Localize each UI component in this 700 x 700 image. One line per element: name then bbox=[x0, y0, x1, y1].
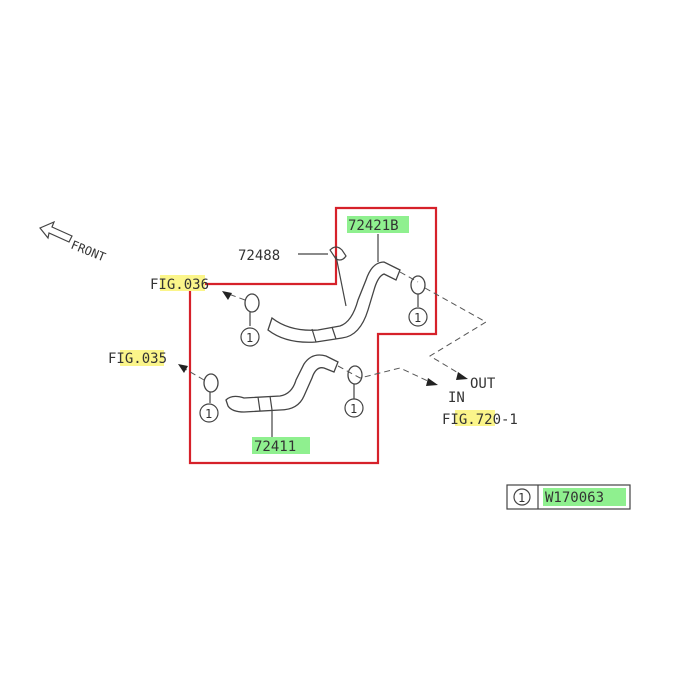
highlight-fig035 bbox=[120, 350, 164, 366]
highlight-w170063 bbox=[543, 488, 626, 506]
highlight-72421b bbox=[347, 216, 409, 233]
lower-hose bbox=[225, 354, 339, 413]
callout-upper-left: 1 bbox=[240, 327, 260, 347]
red-box-upper bbox=[188, 206, 438, 465]
legend-box: 1 W170063 bbox=[506, 484, 631, 510]
fig-036-label: FIG.036 bbox=[150, 277, 209, 293]
clamp-lower-left bbox=[203, 373, 219, 403]
part-72421b-label: 72421B bbox=[348, 218, 399, 234]
arrow-in bbox=[426, 378, 438, 386]
callout-lower-left: 1 bbox=[199, 403, 219, 423]
svg-text:1: 1 bbox=[205, 407, 212, 421]
clamp-lower-right bbox=[347, 365, 363, 399]
callout-upper-right: 1 bbox=[408, 307, 428, 327]
highlight-fig720 bbox=[455, 410, 495, 426]
highlight-fig036 bbox=[160, 275, 205, 291]
arrow-out bbox=[456, 372, 468, 380]
fig-720-label: FIG.720-1 bbox=[442, 412, 518, 428]
in-label: IN bbox=[448, 390, 465, 406]
clamp-upper-right bbox=[410, 275, 426, 307]
svg-text:1: 1 bbox=[414, 311, 421, 325]
svg-text:1: 1 bbox=[350, 402, 357, 416]
arrow-fig036 bbox=[222, 291, 232, 300]
callout-lower-right: 1 bbox=[344, 398, 364, 418]
upper-hose bbox=[267, 261, 401, 343]
legend-number: 1 bbox=[518, 491, 525, 505]
legend-code: W170063 bbox=[545, 490, 604, 506]
highlight-72411 bbox=[252, 437, 310, 454]
front-label: FRONT bbox=[69, 238, 108, 265]
svg-text:1: 1 bbox=[246, 331, 253, 345]
out-label: OUT bbox=[470, 376, 496, 392]
fig-035-label: FIG.035 bbox=[108, 351, 167, 367]
part-72411-label: 72411 bbox=[254, 439, 296, 455]
part-72488-label: 72488 bbox=[238, 248, 280, 264]
arrow-fig035 bbox=[178, 364, 188, 373]
clip-72488 bbox=[329, 246, 347, 307]
clamp-upper-left bbox=[244, 293, 260, 326]
front-arrow: FRONT bbox=[39, 220, 108, 265]
